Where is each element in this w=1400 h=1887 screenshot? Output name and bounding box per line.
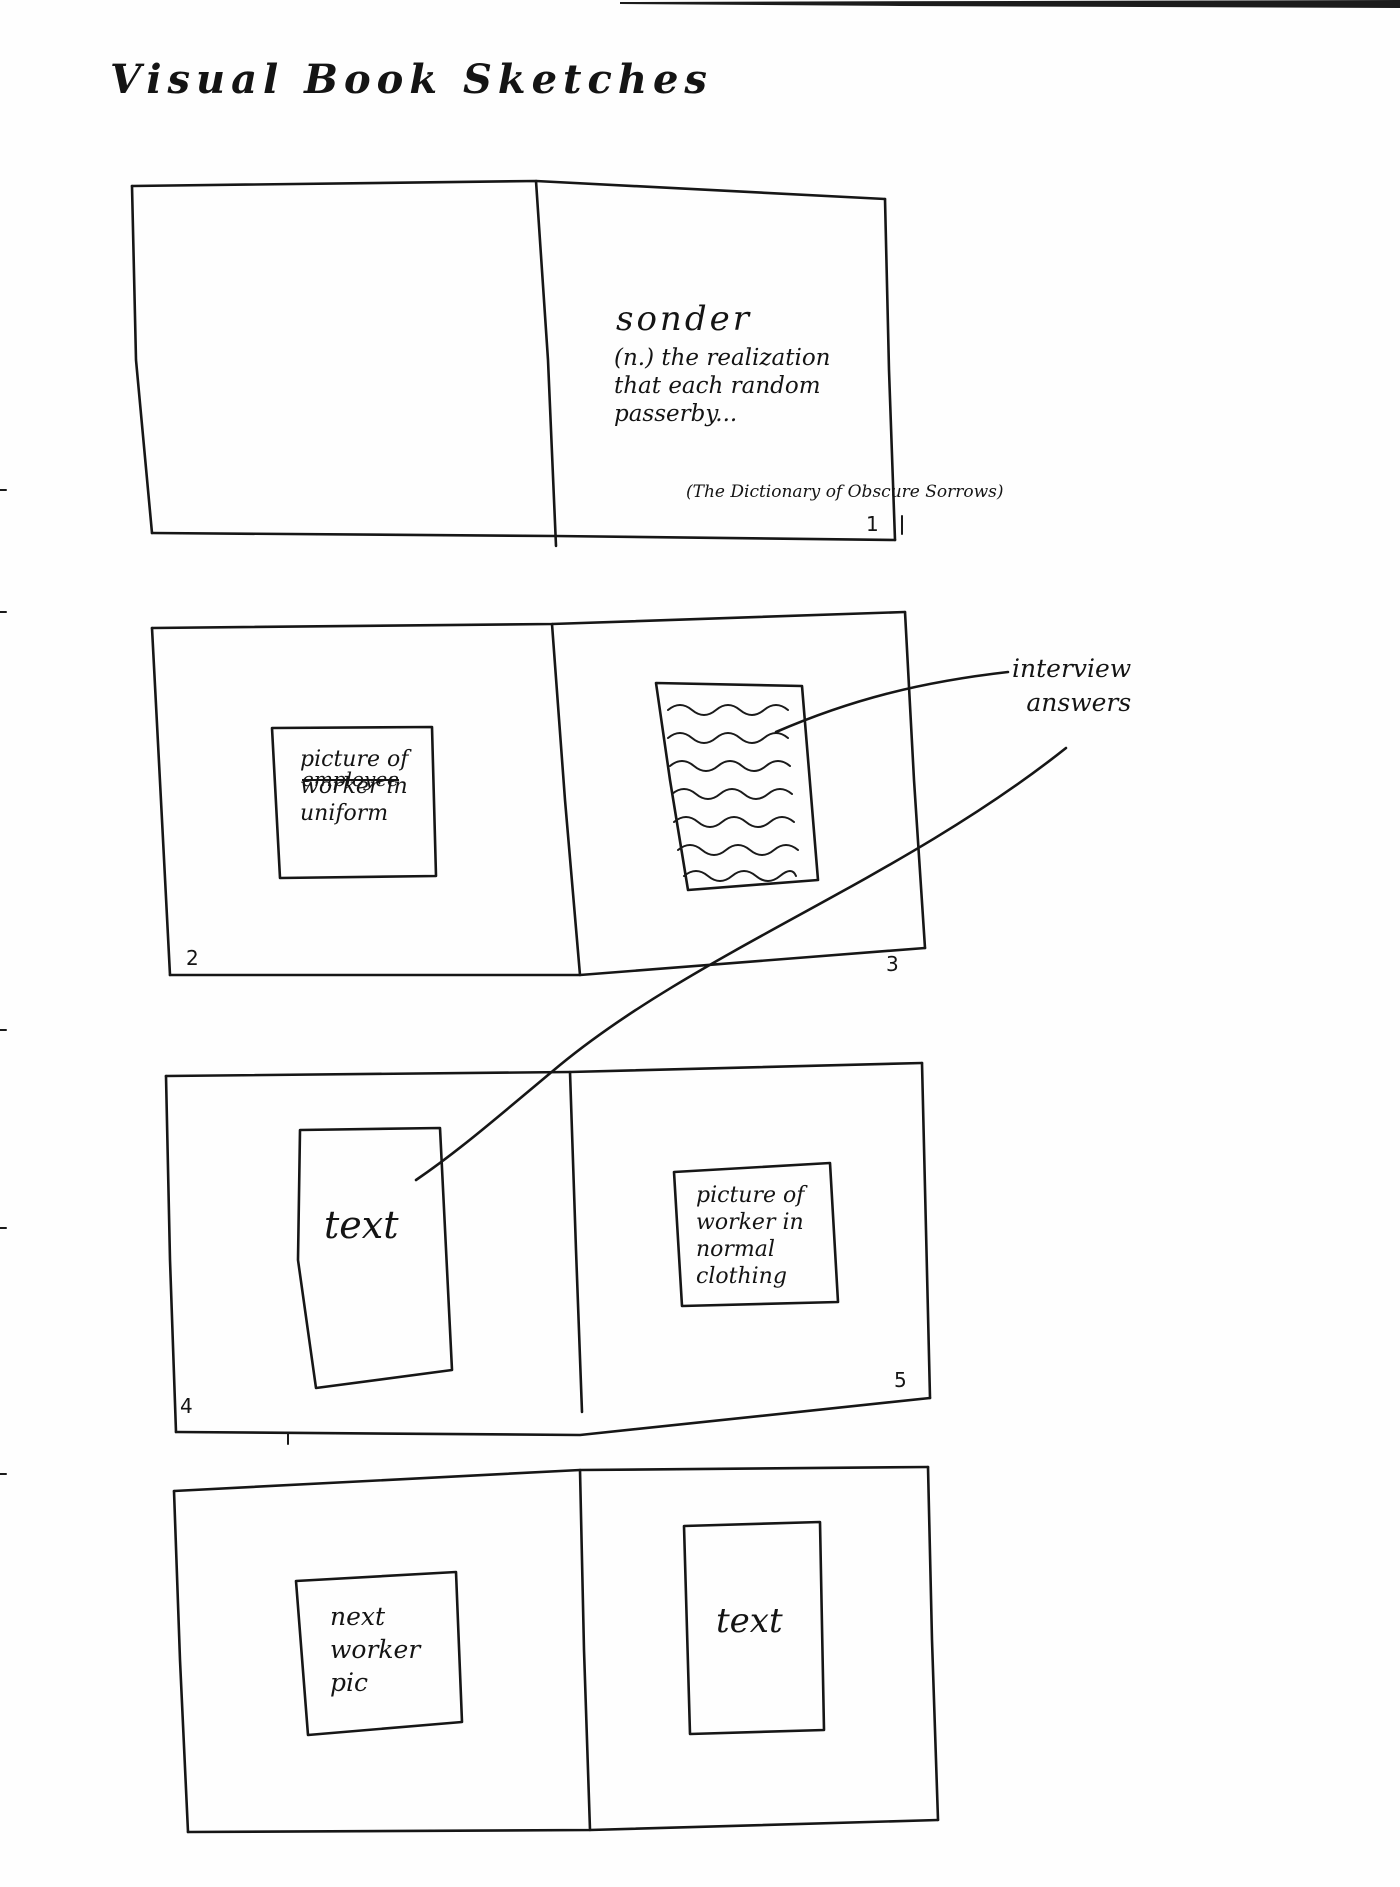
annotation-pointer	[774, 670, 1010, 734]
spread-3-text-block	[296, 1126, 454, 1390]
spread-3-left-page-number: 4	[180, 1394, 193, 1418]
spread-1-word: sonder	[616, 299, 752, 339]
squiggle-lines	[667, 704, 799, 882]
spread-4-text-block	[682, 1520, 826, 1736]
spread-1-page-number: 1	[866, 512, 879, 536]
spread-1-frame	[130, 179, 903, 548]
spread-3-text-label: text	[324, 1203, 399, 1247]
spread-3-frame	[164, 746, 1068, 1445]
page-title: Visual Book Sketches	[110, 56, 713, 103]
spread-2-left-page-number: 2	[186, 946, 199, 970]
spread-2-scratch-text: employee	[302, 767, 400, 791]
spread-4-text-label: text	[716, 1601, 783, 1641]
spread-2-picture-label: picture of worker in uniform	[300, 747, 409, 826]
spread-3-picture-label: picture of worker in normal clothing	[696, 1183, 805, 1289]
scan-edge	[620, 0, 1400, 8]
annotation-interview-answers: interview answers	[1012, 654, 1132, 717]
spread-2-right-page-number: 3	[886, 952, 899, 976]
spread-3-picture-box	[672, 1161, 840, 1308]
spread-2-text-block	[654, 681, 820, 892]
spread-4-picture-box	[294, 1570, 464, 1737]
spread-2-picture-box	[270, 725, 438, 880]
spread-2-frame	[150, 610, 1010, 977]
spread-4-picture-label: next worker pic	[330, 1602, 421, 1697]
diagonal-pointer	[414, 746, 1068, 1182]
spread-3-right-page-number: 5	[894, 1368, 907, 1392]
spread-4-frame	[172, 1465, 940, 1834]
spread-1-definition: (n.) the realization that each random pa…	[614, 345, 831, 427]
spread-1-citation: (The Dictionary of Obscure Sorrows)	[686, 482, 1004, 502]
binding-ticks	[0, 489, 7, 1475]
